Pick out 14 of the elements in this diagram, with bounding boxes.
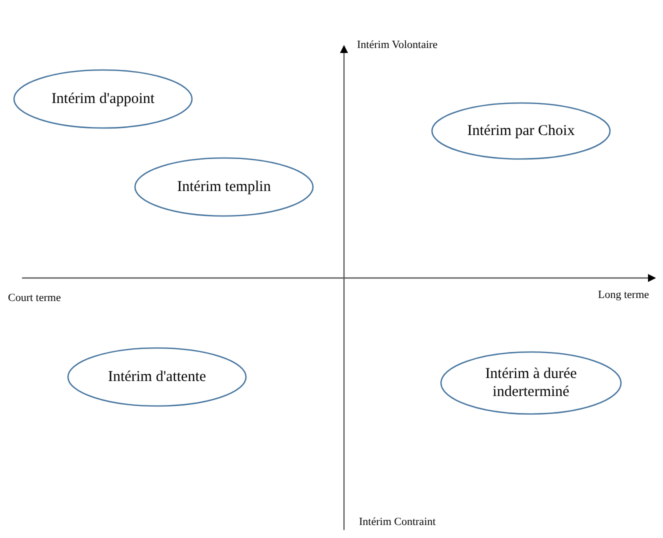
ellipse-node — [440, 351, 622, 415]
node-label: Intérim d'attente — [108, 368, 206, 386]
axis-label: Intérim Contraint — [359, 516, 436, 528]
node-label: Intérim d'appoint — [51, 90, 155, 108]
node-label: Intérim par Choix — [467, 122, 575, 140]
axis-label: Court terme — [8, 292, 61, 304]
ellipse-node — [431, 102, 611, 160]
ellipse-node — [67, 347, 247, 407]
axis-label: Long terme — [598, 289, 650, 301]
axis-label: Intérim Volontaire — [357, 39, 438, 51]
ellipse-node — [13, 69, 193, 129]
ellipse-node — [134, 157, 314, 217]
node-label: Intérim à durée inderterminé — [484, 365, 578, 401]
node-label: Intérim templin — [177, 178, 271, 196]
